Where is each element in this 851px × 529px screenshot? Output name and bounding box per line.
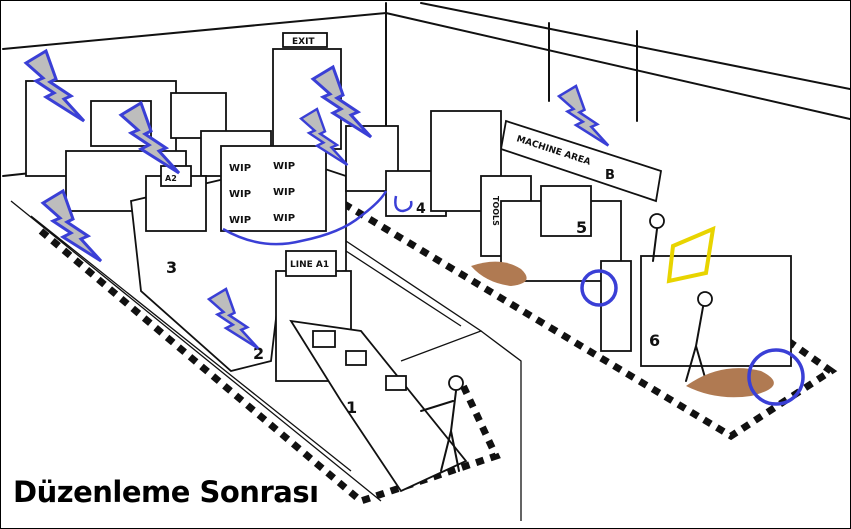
lightning-bolt-icon: [23, 48, 610, 350]
svg-text:WIP: WIP: [229, 215, 251, 226]
svg-text:4: 4: [416, 201, 426, 217]
svg-text:WIP: WIP: [273, 213, 295, 224]
machine-area-b: MACHINE AREA B TOOLS 5 6: [430, 22, 792, 367]
svg-text:WIP: WIP: [273, 187, 295, 198]
caption: Düzenleme Sonrası: [13, 475, 319, 509]
highlight-circle: [747, 348, 805, 406]
svg-text:5: 5: [576, 218, 587, 237]
svg-text:3: 3: [166, 258, 177, 277]
cable-wire: [222, 190, 388, 246]
svg-text:2: 2: [253, 344, 264, 363]
svg-text:B: B: [605, 168, 615, 183]
svg-text:LINE A1: LINE A1: [290, 260, 329, 270]
svg-text:EXIT: EXIT: [292, 37, 315, 47]
annotations: [23, 48, 805, 406]
svg-text:WIP: WIP: [229, 189, 251, 200]
svg-text:1: 1: [346, 398, 357, 417]
workers: [420, 213, 713, 472]
svg-text:6: 6: [649, 331, 660, 350]
svg-text:WIP: WIP: [229, 163, 251, 174]
svg-text:TOOLS: TOOLS: [491, 196, 500, 226]
highlight-circle: [580, 269, 618, 307]
wip-rack: WIP WIP WIP WIP WIP WIP: [220, 145, 327, 232]
svg-text:WIP: WIP: [273, 161, 295, 172]
svg-text:A2: A2: [165, 174, 177, 183]
